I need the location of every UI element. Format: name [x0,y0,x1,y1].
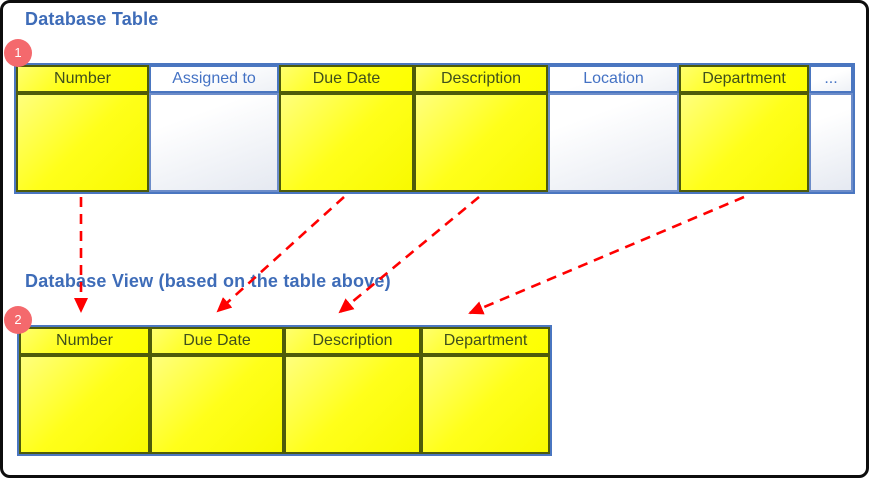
column-header-location: Location [548,65,679,93]
view-header-number: Number [19,327,150,355]
view-header-department: Department [421,327,550,355]
view-body-number [19,355,150,454]
table-column-more: ... [809,65,853,192]
column-body-location [548,93,679,192]
view-body-due-date [150,355,284,454]
view-column-due-date: Due Date [150,327,284,454]
column-body-department [679,93,809,192]
step-2-badge: 2 [4,306,32,334]
column-body-description [414,93,548,192]
view-column-number: Number [19,327,150,454]
view-body-description [284,355,421,454]
table-column-number: Number [16,65,149,192]
view-column-description: Description [284,327,421,454]
mapping-arrow-department [468,195,745,315]
view-body-department [421,355,550,454]
table-column-description: Description [414,65,548,192]
database-table-title: Database Table [25,9,159,29]
column-header-due-date: Due Date [279,65,414,93]
column-header-department: Department [679,65,809,93]
column-body-more [809,93,853,192]
column-header-description: Description [414,65,548,93]
column-header-number: Number [16,65,149,93]
view-header-description: Description [284,327,421,355]
mapping-arrow-description [338,195,480,314]
column-header-assigned-to: Assigned to [149,65,279,93]
table-column-due-date: Due Date [279,65,414,192]
column-body-due-date [279,93,414,192]
column-body-assigned-to [149,93,279,192]
table-column-location: Location [548,65,679,192]
view-header-due-date: Due Date [150,327,284,355]
mapping-arrow-due-date [216,196,345,313]
table-column-assigned-to: Assigned to [149,65,279,192]
database-view-table: Number Due Date Description Department [17,325,552,456]
database-view-title: Database View (based on the table above) [25,271,391,291]
column-header-more-ellipsis: ... [809,65,853,93]
database-table: Number Assigned to Due Date Description … [14,63,855,194]
column-body-number [16,93,149,192]
table-column-department: Department [679,65,809,192]
view-column-department: Department [421,327,550,454]
step-1-badge: 1 [4,39,32,67]
